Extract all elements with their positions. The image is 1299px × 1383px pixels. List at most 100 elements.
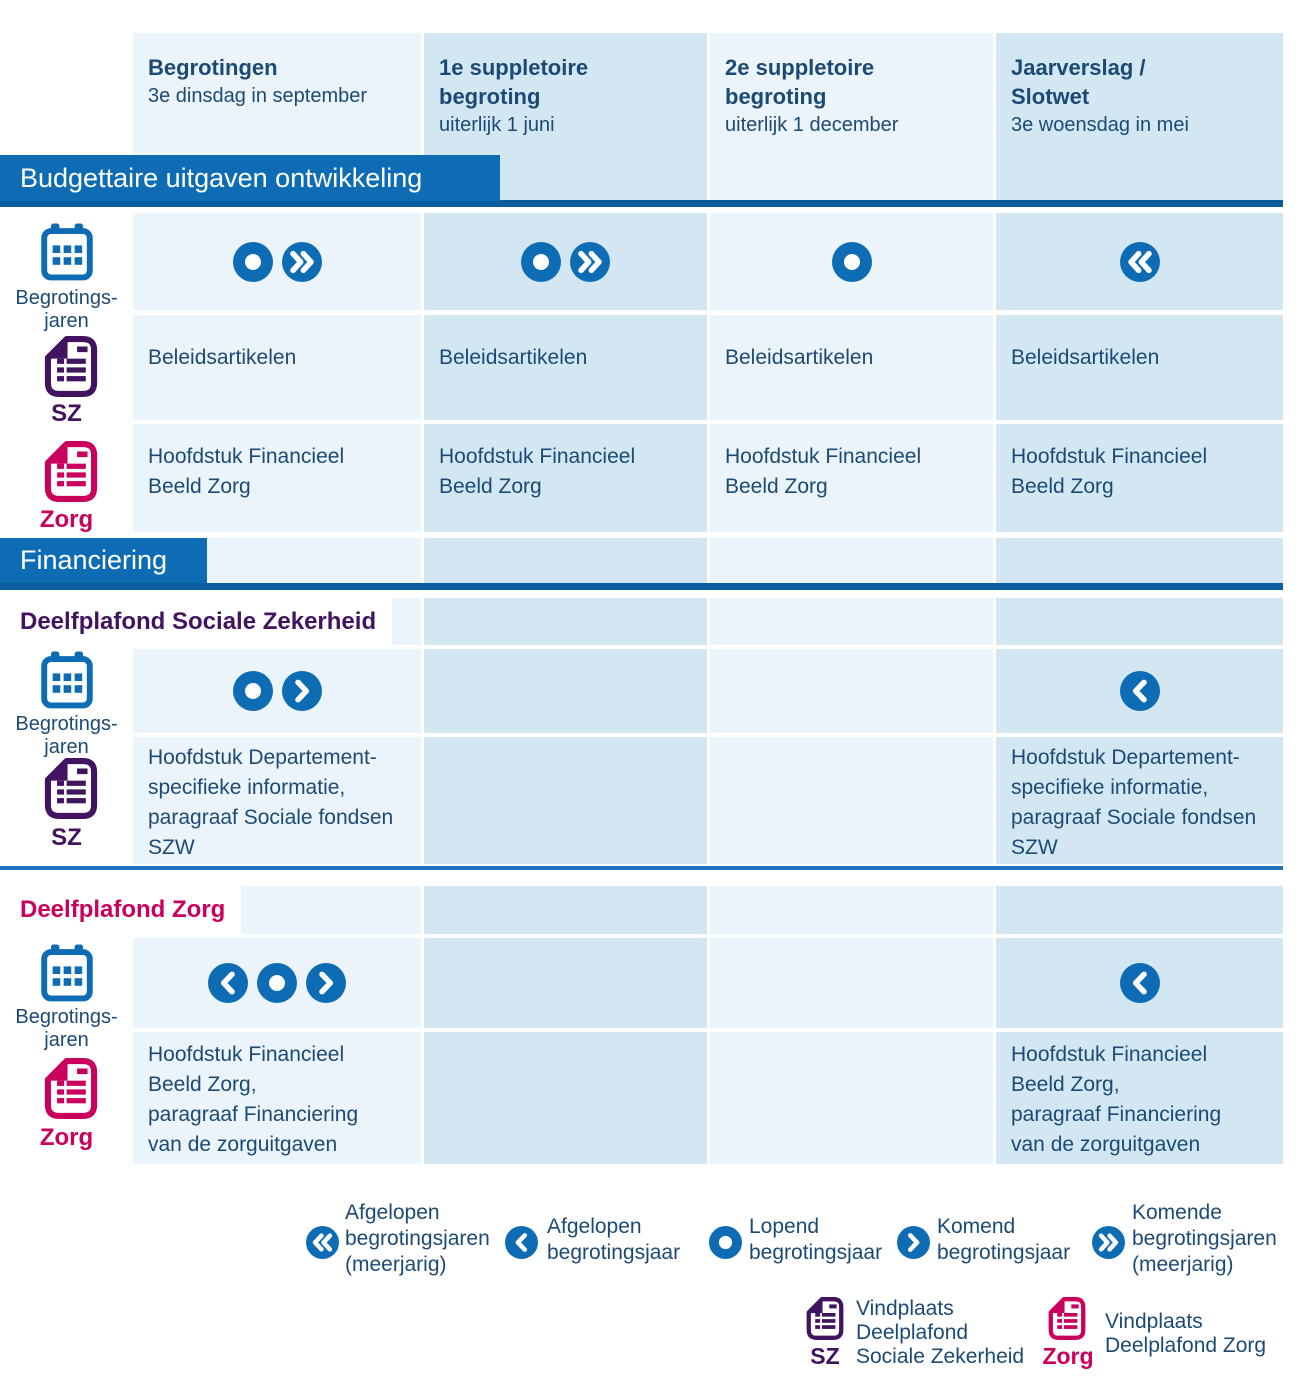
- current-icon: [709, 1226, 742, 1259]
- column-subtitle: uiterlijk 1 december: [725, 114, 899, 136]
- current-icon: [232, 671, 273, 711]
- cell-text: Beleidsartikelen: [725, 346, 874, 369]
- past-multi-icon: [1119, 241, 1160, 282]
- zorg-icon-label: Zorg: [39, 1124, 94, 1151]
- column-title: Jaarverslag / Slotwet: [1011, 55, 1146, 109]
- years-cell: [133, 649, 421, 733]
- table-cell: Beleidsartikelen: [996, 315, 1283, 420]
- column-subtitle: 3e dinsdag in september: [148, 85, 368, 107]
- row-bg: [710, 886, 993, 934]
- table-cell: Hoofdstuk Financieel Beeld Zorg: [133, 424, 421, 532]
- row-bg: [424, 598, 707, 645]
- banner-underline: [0, 583, 1283, 590]
- header-col-begrotingen: Begrotingen 3e dinsdag in september: [133, 33, 421, 155]
- future-multi-icon: [1092, 1226, 1125, 1259]
- cell-text: Hoofdstuk Financieel Beeld Zorg: [725, 445, 922, 498]
- empty-cell: [710, 1032, 993, 1164]
- future-multi-icon: [281, 241, 322, 282]
- subheading-deelfplafond-zorg: Deelfplafond Zorg: [0, 886, 242, 934]
- legend-label: Komende begrotingsjaren (meerjarig): [1132, 1201, 1277, 1276]
- past-icon: [1119, 963, 1160, 1003]
- empty-cell: [710, 737, 993, 864]
- empty-cell: [710, 938, 993, 1028]
- cell-text: Beleidsartikelen: [148, 346, 297, 369]
- future-icon: [281, 671, 322, 711]
- legend-label: Afgelopen begrotingsjaar: [547, 1215, 681, 1264]
- cell-text: Hoofdstuk Departement- specifieke inform…: [148, 746, 394, 859]
- row-bg: [424, 538, 707, 590]
- years-cell: [710, 213, 993, 310]
- empty-cell: [424, 649, 707, 733]
- legend-label: Komend begrotingsjaar: [937, 1215, 1071, 1264]
- row-bg: [996, 886, 1283, 934]
- legend-label: Lopend begrotingsjaar: [749, 1215, 883, 1264]
- cell-text: Hoofdstuk Financieel Beeld Zorg: [148, 445, 345, 498]
- cell-text: Hoofdstuk Financieel Beeld Zorg, paragra…: [1011, 1043, 1222, 1156]
- years-side-label: Begrotings- jaren: [15, 713, 118, 758]
- table-cell: Hoofdstuk Financieel Beeld Zorg: [996, 424, 1283, 532]
- table-cell: Beleidsartikelen: [424, 315, 707, 420]
- document-sz-icon: [44, 757, 98, 820]
- table-cell: Hoofdstuk Departement- specifieke inform…: [133, 737, 421, 864]
- table-cell: Hoofdstuk Financieel Beeld Zorg, paragra…: [996, 1032, 1283, 1164]
- future-icon: [897, 1226, 930, 1259]
- zorg-icon-label: Zorg: [1042, 1343, 1094, 1369]
- row-bg: [710, 538, 993, 590]
- column-subtitle: 3e woensdag in mei: [1011, 114, 1189, 136]
- table-cell: Hoofdstuk Financieel Beeld Zorg: [424, 424, 707, 532]
- row-bg: [996, 538, 1283, 590]
- document-zorg-icon: [44, 440, 98, 503]
- table-cell: Hoofdstuk Financieel Beeld Zorg: [710, 424, 993, 532]
- document-zorg-icon: [44, 1057, 98, 1120]
- years-cell: [133, 213, 421, 310]
- cell-text: Beleidsartikelen: [1011, 346, 1160, 369]
- empty-cell: [424, 737, 707, 864]
- sz-icon-label: SZ: [51, 400, 82, 427]
- sz-icon-label: SZ: [810, 1343, 840, 1369]
- column-title: 1e suppletoire begroting: [439, 55, 589, 109]
- empty-cell: [710, 649, 993, 733]
- current-icon: [257, 963, 297, 1003]
- table-cell: Hoofdstuk Financieel Beeld Zorg, paragra…: [133, 1032, 421, 1164]
- years-side-label: Begrotings- jaren: [15, 287, 118, 332]
- row-bg: [710, 598, 993, 645]
- cell-text: Hoofdstuk Financieel Beeld Zorg: [1011, 445, 1208, 498]
- cell-text: Hoofdstuk Departement- specifieke inform…: [1011, 746, 1257, 859]
- years-cell: [133, 938, 421, 1028]
- table-cell: Beleidsartikelen: [133, 315, 421, 420]
- banner-underline: [0, 200, 1283, 207]
- calendar-icon: [40, 943, 94, 1005]
- column-subtitle: uiterlijk 1 juni: [439, 114, 555, 136]
- future-icon: [306, 963, 346, 1003]
- current-icon: [521, 241, 561, 282]
- table-cell: Hoofdstuk Departement- specifieke inform…: [996, 737, 1283, 864]
- subsection-separator: [0, 866, 1283, 870]
- years-cell: [996, 938, 1283, 1028]
- cell-text: Hoofdstuk Financieel Beeld Zorg, paragra…: [148, 1043, 359, 1156]
- empty-cell: [424, 938, 707, 1028]
- document-sz-icon: [806, 1296, 844, 1341]
- row-bg: [996, 155, 1283, 207]
- years-cell: [996, 213, 1283, 310]
- current-icon: [232, 241, 273, 282]
- zorg-icon-label: Zorg: [39, 506, 94, 533]
- header-col-1e-suppletoire: 1e suppletoire begroting uiterlijk 1 jun…: [424, 33, 707, 155]
- section-banner-label: Budgettaire uitgaven ontwikkeling: [20, 162, 423, 193]
- cell-text: Hoofdstuk Financieel Beeld Zorg: [439, 445, 636, 498]
- sz-icon-label: SZ: [51, 824, 82, 851]
- legend-label: Afgelopen begrotingsjaren (meerjarig): [345, 1201, 490, 1276]
- years-cell: [996, 649, 1283, 733]
- legend-vindplaats-label: Vindplaats Deelplafond Zorg: [1105, 1310, 1267, 1357]
- header-col-jaarverslag: Jaarverslag / Slotwet 3e woensdag in mei: [996, 33, 1283, 155]
- document-zorg-icon: [1048, 1296, 1086, 1341]
- section-banner-label: Financiering: [20, 545, 168, 575]
- table-cell: Beleidsartikelen: [710, 315, 993, 420]
- past-icon: [208, 963, 248, 1003]
- header-col-2e-suppletoire: 2e suppletoire begroting uiterlijk 1 dec…: [710, 33, 993, 155]
- current-icon: [831, 241, 872, 282]
- section-banner-budget: Budgettaire uitgaven ontwikkeling: [0, 155, 500, 201]
- legend-vindplaats-label: Vindplaats Deelplafond Sociale Zekerheid: [856, 1297, 1025, 1368]
- years-cell: [424, 213, 707, 310]
- subheading-deelfplafond-sociale-zekerheid: Deelfplafond Sociale Zekerheid: [0, 598, 393, 645]
